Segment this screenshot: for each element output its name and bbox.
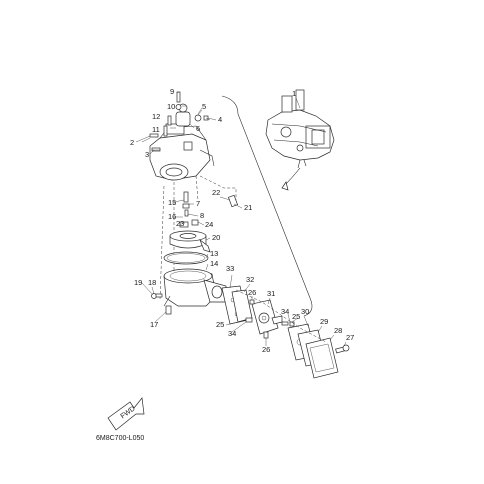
callout-29: 29 [320,317,328,326]
callout-32: 32 [246,275,254,284]
callout-26b: 26 [262,345,270,354]
callout-13: 13 [210,249,218,258]
pump-screw-27 [335,344,350,354]
callout-34a: 34 [281,307,289,316]
callout-24: 24 [205,220,213,229]
float-chamber [163,268,227,307]
callout-31: 31 [267,289,275,298]
jets [179,191,238,228]
float-chamber-gasket [163,251,209,265]
callout-leaders [135,97,347,347]
fwd-arrow-icon [107,397,145,431]
callout-20: 20 [212,233,220,242]
fuel-pump-body-31 [251,299,283,335]
callout-22: 22 [212,188,220,197]
callout-27: 27 [346,333,354,342]
callout-23: 23 [176,219,184,228]
callout-7: 7 [196,199,200,208]
callout-5: 5 [202,102,206,111]
carburetor-top-body [149,103,215,181]
callout-25b: 25 [292,312,300,321]
callout-4: 4 [218,115,222,124]
callout-3: 3 [145,150,149,159]
callout-12: 12 [152,112,160,121]
callout-15: 15 [168,198,176,207]
callout-17: 17 [150,320,158,329]
carburetor-assembly [265,89,335,169]
pump-cover-28 [305,337,339,379]
callout-25a: 25 [216,320,224,329]
callout-30: 30 [301,307,309,316]
callout-2: 2 [130,138,134,147]
callout-1: 1 [292,89,296,98]
callout-21: 21 [244,203,252,212]
callout-34b: 34 [228,329,236,338]
callout-9: 9 [170,87,174,96]
float [169,230,211,253]
callout-18: 18 [148,278,156,287]
callout-14: 14 [210,259,218,268]
callout-6: 6 [196,124,200,133]
callout-8: 8 [200,211,204,220]
callout-16: 16 [168,212,176,221]
callout-26a: 26 [248,288,256,297]
callout-labels: 1 2 3 4 5 6 7 8 9 10 11 12 13 14 15 16 1… [130,87,354,354]
callout-28: 28 [334,326,342,335]
drain-screw [151,293,172,315]
callout-10: 10 [167,102,175,111]
callout-11: 11 [152,125,160,134]
group-bracket [221,95,313,317]
drawing-code: 6M8C700-L050 [96,435,144,442]
callout-33: 33 [226,264,234,273]
callout-19: 19 [134,278,142,287]
